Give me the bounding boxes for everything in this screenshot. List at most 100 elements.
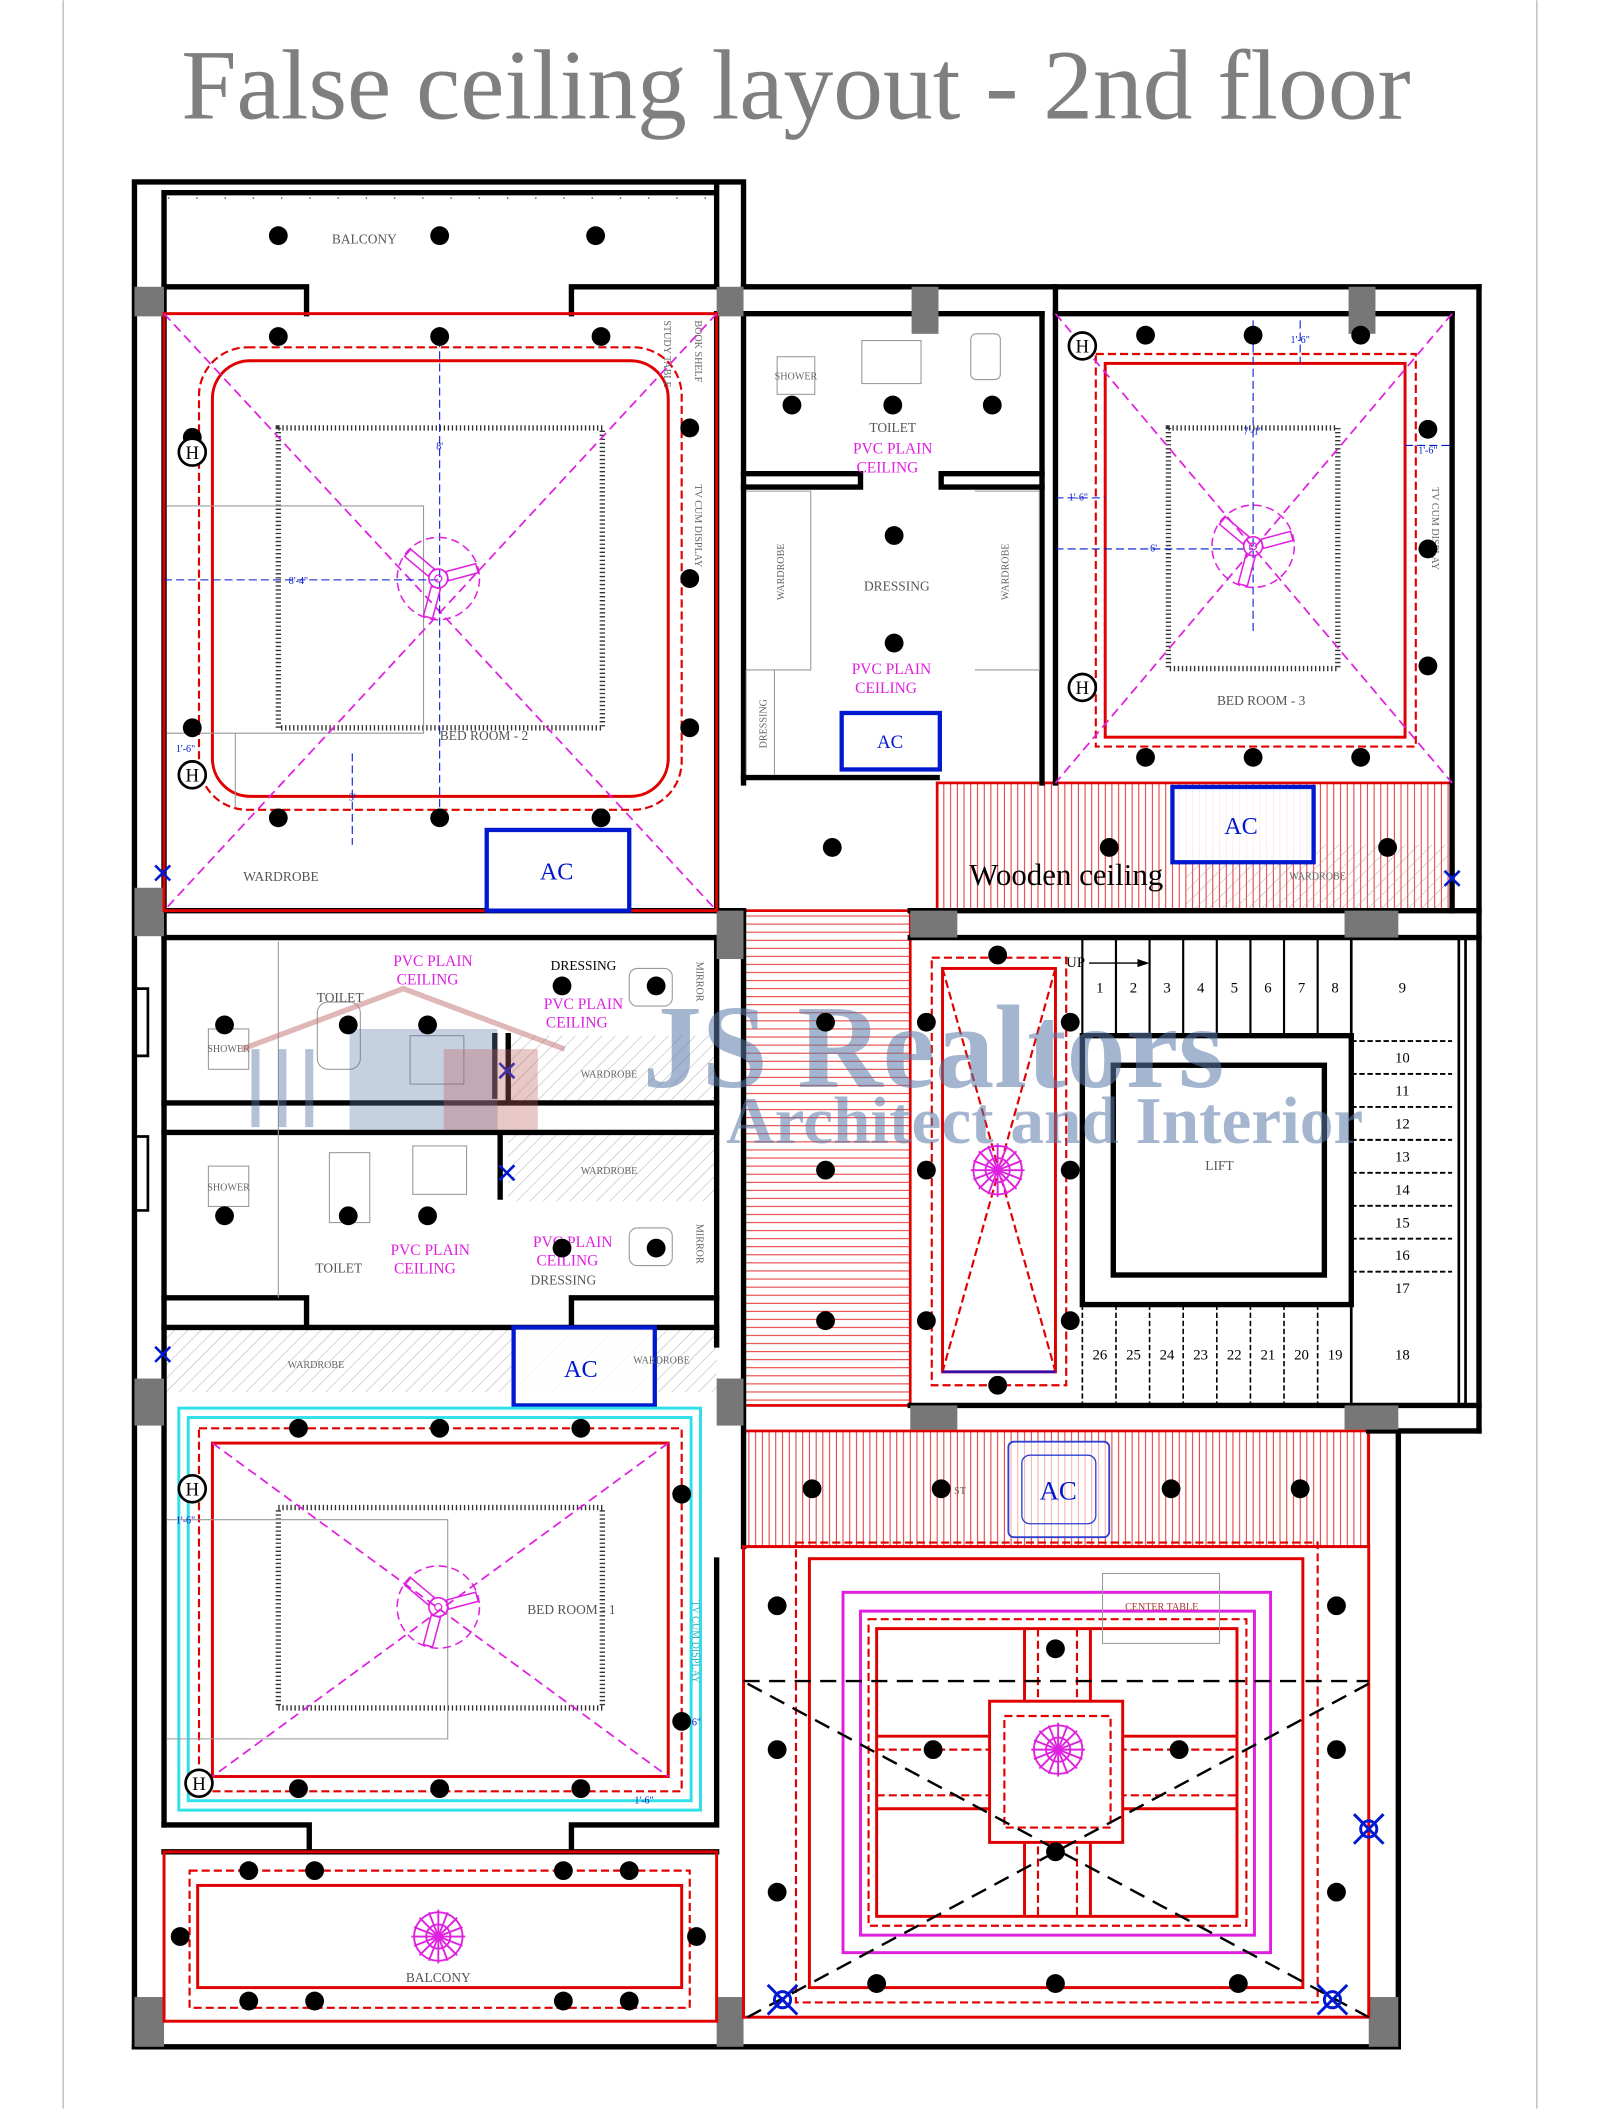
ceiling-light-icon: [1327, 1596, 1346, 1616]
watermark-tagline: Architect and Interior: [726, 1083, 1363, 1158]
center-table-label: CENTER TABLE: [1125, 1602, 1198, 1613]
page-title: False ceiling layout - 2nd floor: [181, 30, 1410, 141]
ceiling-light-icon: [1351, 325, 1371, 345]
wardrobe-hatch: [508, 1132, 717, 1202]
book-shelf-label: BOOK SHELF: [692, 320, 703, 382]
heater-icon: [1067, 672, 1098, 703]
ceiling-light-icon: [239, 1861, 259, 1881]
ceiling-light-icon: [1290, 1479, 1310, 1499]
ceiling-light-icon: [646, 1238, 666, 1258]
ceiling-light-icon: [1243, 747, 1263, 767]
pvc-ceiling-label: CEILING: [536, 1253, 598, 1270]
ceiling-light-icon: [916, 1160, 936, 1180]
balcony-bottom: BALCONY: [162, 1850, 719, 2023]
ceiling-light-icon: [418, 1206, 437, 1226]
room-label-toilet: TOILET: [315, 1260, 362, 1275]
stair-up-label: UP: [1066, 955, 1085, 971]
ceiling-light-icon: [1418, 419, 1438, 439]
ac-label: AC: [1224, 813, 1258, 840]
stair-number: 18: [1395, 1348, 1410, 1364]
room-label-bedroom-1: BED ROOM - 1: [527, 1602, 615, 1617]
pvc-ceiling-label: PVC PLAIN: [391, 1242, 470, 1259]
ac-label: AC: [877, 732, 903, 753]
ceiling-light-icon: [1327, 1882, 1346, 1902]
ceiling-light-icon: [553, 1861, 573, 1881]
ac-unit: [511, 1325, 657, 1408]
ceiling-light-icon: [170, 1927, 190, 1946]
ceiling-light-icon: [982, 395, 1002, 415]
bedroom-2: BED ROOM - 2 WARDROBE STUDY TABLE BOOK S…: [153, 312, 719, 913]
pvc-ceiling-label: PVC PLAIN: [852, 661, 931, 678]
pvc-ceiling-label: CEILING: [856, 459, 918, 476]
mirror-label: MIRROR: [693, 962, 704, 1002]
stair-number: 6: [1264, 981, 1271, 997]
heater-label: H: [192, 1774, 206, 1795]
pvc-ceiling-label: PVC PLAIN: [533, 1234, 612, 1251]
stair-number: 1: [1096, 981, 1103, 997]
carpet: [1165, 425, 1341, 672]
ceiling-light-icon: [1161, 1479, 1181, 1499]
ceiling-light-icon: [338, 1206, 358, 1226]
stair-number: 12: [1395, 1116, 1410, 1132]
stair-number: 11: [1395, 1084, 1409, 1100]
ceiling-light-icon: [1060, 1160, 1080, 1180]
ceiling-light-icon: [1243, 325, 1263, 345]
ceiling-light-icon: [591, 808, 611, 828]
stair-number: 23: [1193, 1348, 1208, 1364]
ceiling-light-icon: [619, 1991, 639, 2011]
mirror-label: MIRROR: [693, 1224, 704, 1264]
ceiling-light-icon: [867, 1974, 887, 1993]
stair-number: 7: [1298, 981, 1305, 997]
pvc-ceiling-label: PVC PLAIN: [544, 996, 623, 1013]
dimension-label: 6": [692, 1717, 701, 1728]
ceiling-light-icon: [289, 1779, 308, 1799]
ceiling-light-icon: [1351, 747, 1371, 767]
room-label-dressing: DRESSING: [864, 579, 930, 594]
ceiling-light-icon: [215, 1206, 234, 1226]
ceiling-light-icon: [816, 1311, 835, 1331]
ceiling-light-icon: [552, 976, 572, 996]
dimension-label: 3': [349, 792, 356, 803]
stair-number: 24: [1160, 1348, 1175, 1364]
ceiling-light-icon: [802, 1479, 822, 1499]
dimension-label: 7'-1": [1243, 427, 1262, 438]
ceiling-light-icon: [672, 1484, 692, 1504]
stair-number: 5: [1231, 981, 1238, 997]
room-label-toilet: TOILET: [317, 990, 364, 1005]
ceiling-light-icon: [816, 1012, 835, 1032]
ceiling-light-icon: [1136, 325, 1155, 345]
ceiling-light-icon: [672, 1711, 692, 1731]
ac-label: AC: [540, 859, 574, 886]
stair-number: 21: [1261, 1348, 1276, 1364]
ceiling-light-icon: [1418, 656, 1438, 676]
stair-number: 20: [1294, 1348, 1309, 1364]
dimension-label: 6': [1150, 544, 1157, 555]
ceiling-light-icon: [586, 226, 606, 246]
stair-number: 25: [1126, 1348, 1141, 1364]
ceiling-light-icon: [1228, 1974, 1248, 1993]
ceiling-light-icon: [1169, 1740, 1189, 1760]
shower-label: SHOWER: [775, 372, 818, 383]
wooden-ceiling-zone: Wooden ceiling AC WARDROBE: [969, 784, 1461, 892]
wardrobe-label: WARDROBE: [288, 1360, 345, 1371]
chandelier-icon: [410, 1908, 467, 1965]
ceiling-light-icon: [1046, 1639, 1065, 1659]
ceiling-light-icon: [338, 1015, 358, 1035]
dressing-label: DRESSING: [758, 699, 769, 748]
room-label-toilet: TOILET: [869, 420, 916, 435]
pvc-ceiling-label: CEILING: [394, 1261, 456, 1278]
switch-x-circle-icon: [1316, 1983, 1349, 2016]
ceiling-light-icon: [619, 1861, 639, 1881]
ceiling-lights: [170, 226, 1438, 2011]
heater-icon: [184, 1768, 214, 1799]
tv-display-label: TV CUM DISPLAY: [692, 484, 703, 568]
cassette-ac-unit: [1007, 1440, 1111, 1539]
toilet-dressing-top: SHOWER TOILET PVC PLAIN CEILING WARDROBE…: [745, 333, 1040, 775]
ceiling-light-icon: [1099, 838, 1119, 857]
tv-display-label: TV CUM DISPLAY: [1429, 487, 1440, 571]
dimension-label: 1'-6": [176, 1516, 195, 1527]
stair-number: 22: [1227, 1348, 1242, 1364]
ceiling-light-icon: [305, 1861, 325, 1881]
chandelier-icon: [1030, 1721, 1086, 1778]
ceiling-light-icon: [680, 569, 700, 588]
